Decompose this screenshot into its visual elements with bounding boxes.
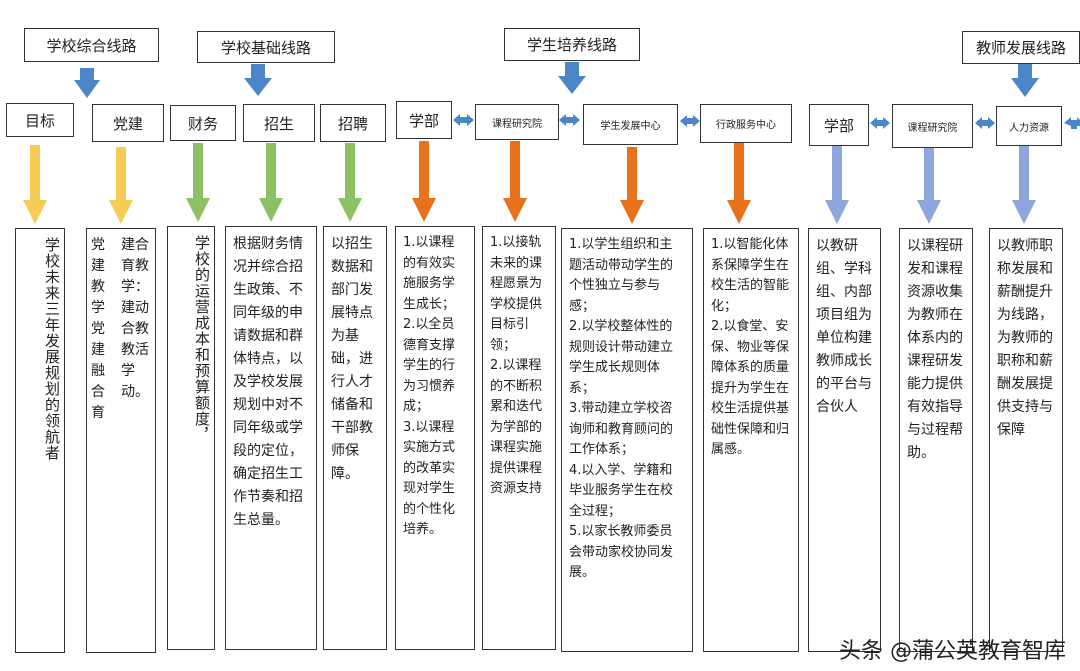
- desc-party: 党建教学党建融合育 建合育教学：建动合教教活学动。: [86, 228, 156, 653]
- line-header-school-basic: 学校基础线路: [197, 31, 335, 63]
- category-label: 党建: [112, 114, 143, 133]
- line-header-label: 学校基础线路: [220, 38, 311, 57]
- watermark-text: 头条 @蒲公英教育智库: [839, 639, 1066, 664]
- line-header-label: 学生培养线路: [526, 36, 617, 54]
- category-enrollment: 招生: [243, 104, 315, 142]
- line-header-label: 学校综合线路: [46, 36, 137, 55]
- category-label: 财务: [187, 114, 218, 133]
- double-arrow-icon: [559, 114, 580, 126]
- desc-admin-service-center: 1.以智能化体系保障学生在校生活的智能化； 2.以食堂、安保、物业等保障体系的质…: [703, 228, 799, 652]
- desc-party-col2: 建合育教学：建动合教教活学动。: [121, 237, 149, 400]
- category-label: 学部: [823, 116, 854, 135]
- category-academic-dept-2: 学部: [809, 104, 869, 146]
- category-label: 课程研究院: [492, 118, 542, 130]
- down-arrow-icon: [74, 68, 100, 98]
- category-party: 党建: [92, 104, 164, 142]
- category-finance: 财务: [170, 105, 236, 141]
- down-arrow-icon: [825, 145, 849, 224]
- category-label: 人力资源: [1009, 122, 1049, 134]
- category-hiring: 招聘: [320, 104, 386, 142]
- down-arrow-icon: [259, 143, 283, 222]
- down-arrow-icon: [23, 145, 47, 224]
- category-label: 学生发展中心: [600, 121, 661, 132]
- down-arrow-icon: [727, 143, 751, 224]
- line-header-teacher-development: 教师发展线路: [962, 31, 1080, 64]
- double-arrow-icon: [1064, 117, 1080, 129]
- desc-hr: 以教师职称发展和薪酬提升为线路，为教师的职称和薪酬发展提供支持与保障: [989, 228, 1063, 652]
- double-arrow-icon: [680, 115, 700, 127]
- category-student-dev-center: 学生发展中心: [583, 104, 678, 145]
- down-arrow-icon: [1011, 64, 1039, 97]
- down-arrow-icon: [620, 147, 644, 224]
- desc-student-dev-center: 1.以学生组织和主题活动带动学生的个性独立与参与感； 2.以学校整体性的规则设计…: [561, 228, 693, 652]
- line-header-student-training: 学生培养线路: [504, 28, 640, 61]
- desc-academic-dept: 1.以课程的有效实施服务学生成长； 2.以全员德育支撑学生的行为习惯养成； 3.…: [395, 226, 475, 650]
- category-label: 目标: [24, 111, 55, 130]
- category-label: 招生: [263, 114, 294, 133]
- category-hr: 人力资源: [996, 106, 1062, 146]
- down-arrow-icon: [558, 62, 586, 94]
- double-arrow-icon: [453, 114, 474, 126]
- desc-goal: 学校未来三年发展规划的领航者: [15, 228, 65, 653]
- desc-finance: 学校的运营成本和预算额度，: [167, 226, 215, 650]
- category-label: 学部: [408, 111, 439, 130]
- down-arrow-icon: [1012, 145, 1036, 224]
- double-arrow-icon: [870, 117, 890, 129]
- category-curriculum-institute: 课程研究院: [475, 104, 559, 140]
- category-label: 行政服务中心: [716, 120, 776, 131]
- desc-enrollment: 根据财务情况并综合招生政策、不同年级的申请数据和群体特点，以及学校发展规划中对不…: [225, 226, 317, 650]
- desc-curriculum-institute: 1.以接轨未来的课程愿景为学校提供目标引领； 2.以课程的不断积累和迭代为学部的…: [482, 226, 556, 650]
- down-arrow-icon: [917, 147, 941, 224]
- category-label: 招聘: [337, 114, 368, 133]
- line-header-label: 教师发展线路: [975, 39, 1066, 57]
- down-arrow-icon: [412, 141, 436, 222]
- category-curriculum-institute-2: 课程研究院: [892, 104, 973, 148]
- desc-party-col1: 党建教学党建融合育: [91, 237, 105, 421]
- desc-curriculum-institute-2: 以课程研发和课程资源收集为教师在体系内的课程研发能力提供有效指导与过程帮助。: [899, 228, 973, 652]
- down-arrow-icon: [186, 143, 210, 222]
- down-arrow-icon: [109, 147, 133, 224]
- line-header-school-overall: 学校综合线路: [24, 28, 159, 62]
- desc-academic-dept-2: 以教研组、学科组、内部项目组为单位构建教师成长的平台与合伙人: [808, 228, 881, 652]
- down-arrow-icon: [338, 143, 362, 222]
- category-admin-service-center: 行政服务中心: [700, 104, 792, 143]
- down-arrow-icon: [244, 64, 272, 96]
- desc-hiring: 以招生数据和部门发展特点为基础，进行人才储备和干部教师保障。: [323, 226, 387, 650]
- category-goal: 目标: [6, 103, 74, 137]
- category-label: 课程研究院: [907, 122, 958, 134]
- down-arrow-icon: [503, 141, 527, 222]
- category-academic-dept: 学部: [396, 101, 452, 139]
- double-arrow-icon: [975, 117, 995, 129]
